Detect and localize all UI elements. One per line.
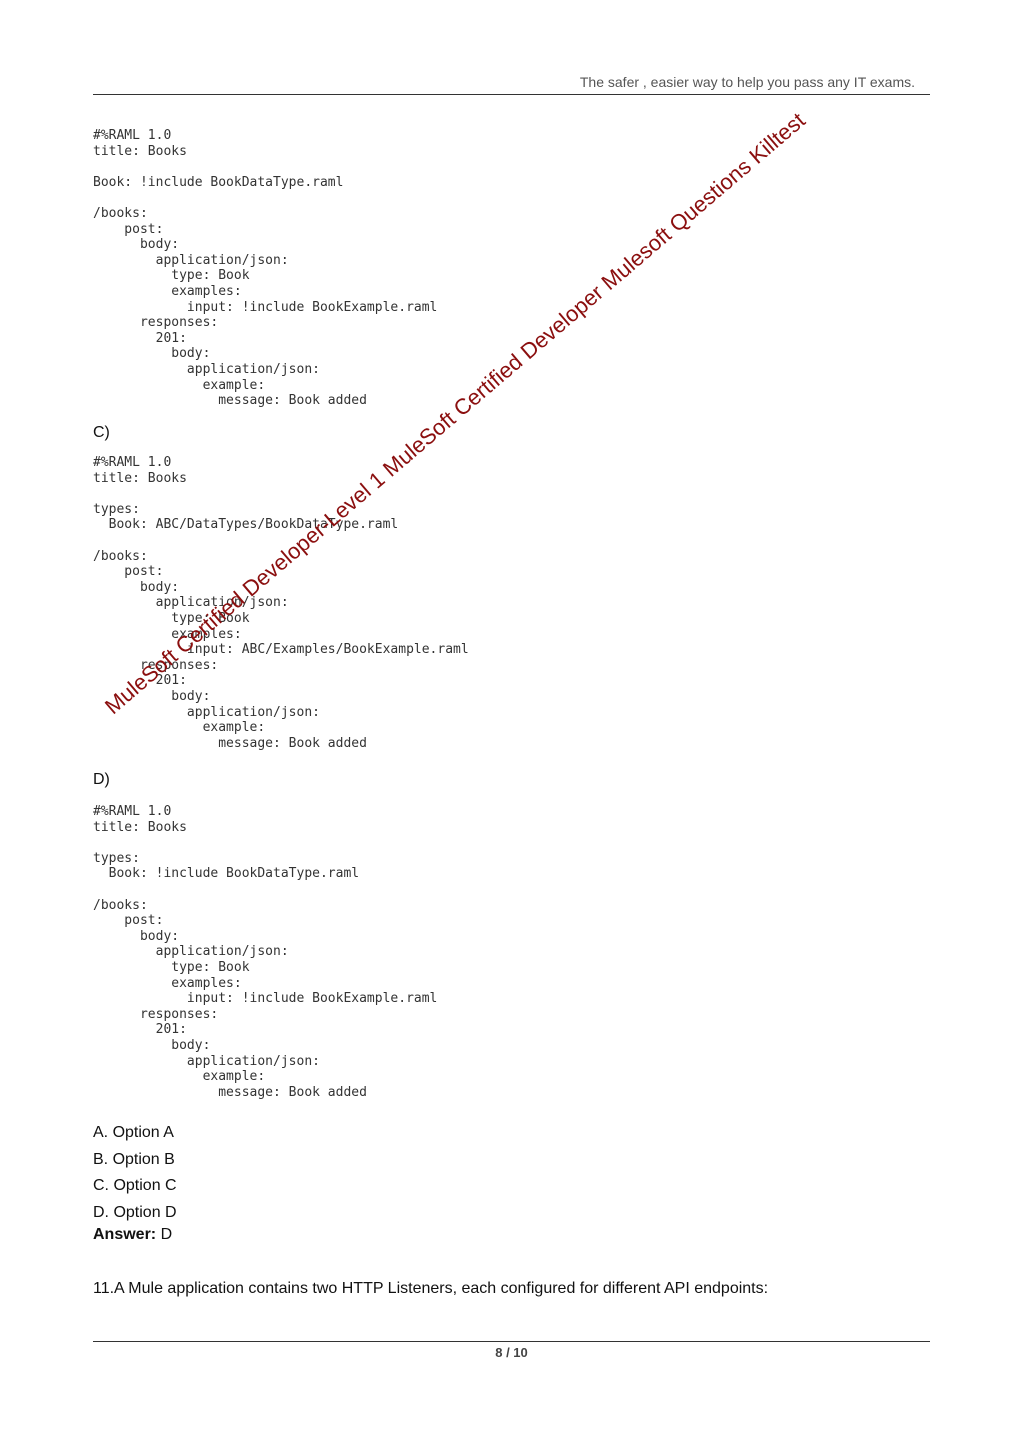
answer-choices: A. Option A B. Option B C. Option C D. O…	[93, 1120, 177, 1226]
code-block-option-c: #%RAML 1.0 title: Books types: Book: ABC…	[93, 455, 469, 751]
question-11: 11.A Mule application contains two HTTP …	[93, 1280, 769, 1297]
answer-line: Answer: D	[93, 1226, 172, 1244]
header-rule	[93, 94, 930, 95]
choice-d: D. Option D	[93, 1203, 177, 1221]
option-c-label: C)	[93, 424, 110, 441]
answer-value: D	[156, 1226, 173, 1243]
footer-rule	[93, 1341, 930, 1342]
code-block-option-b: #%RAML 1.0 title: Books Book: !include B…	[93, 128, 438, 409]
header-tagline: The safer , easier way to help you pass …	[579, 74, 915, 90]
page-number: 8 / 10	[0, 1345, 1023, 1360]
page-separator: /	[502, 1345, 514, 1360]
answer-label: Answer:	[93, 1226, 157, 1243]
choice-b: B. Option B	[93, 1150, 175, 1168]
page-total: 10	[513, 1345, 528, 1360]
code-block-option-d: #%RAML 1.0 title: Books types: Book: !in…	[93, 804, 438, 1100]
choice-c: C. Option C	[93, 1177, 177, 1194]
option-d-label: D)	[93, 771, 110, 788]
choice-a: A. Option A	[93, 1124, 174, 1141]
page-current: 8	[495, 1345, 503, 1360]
